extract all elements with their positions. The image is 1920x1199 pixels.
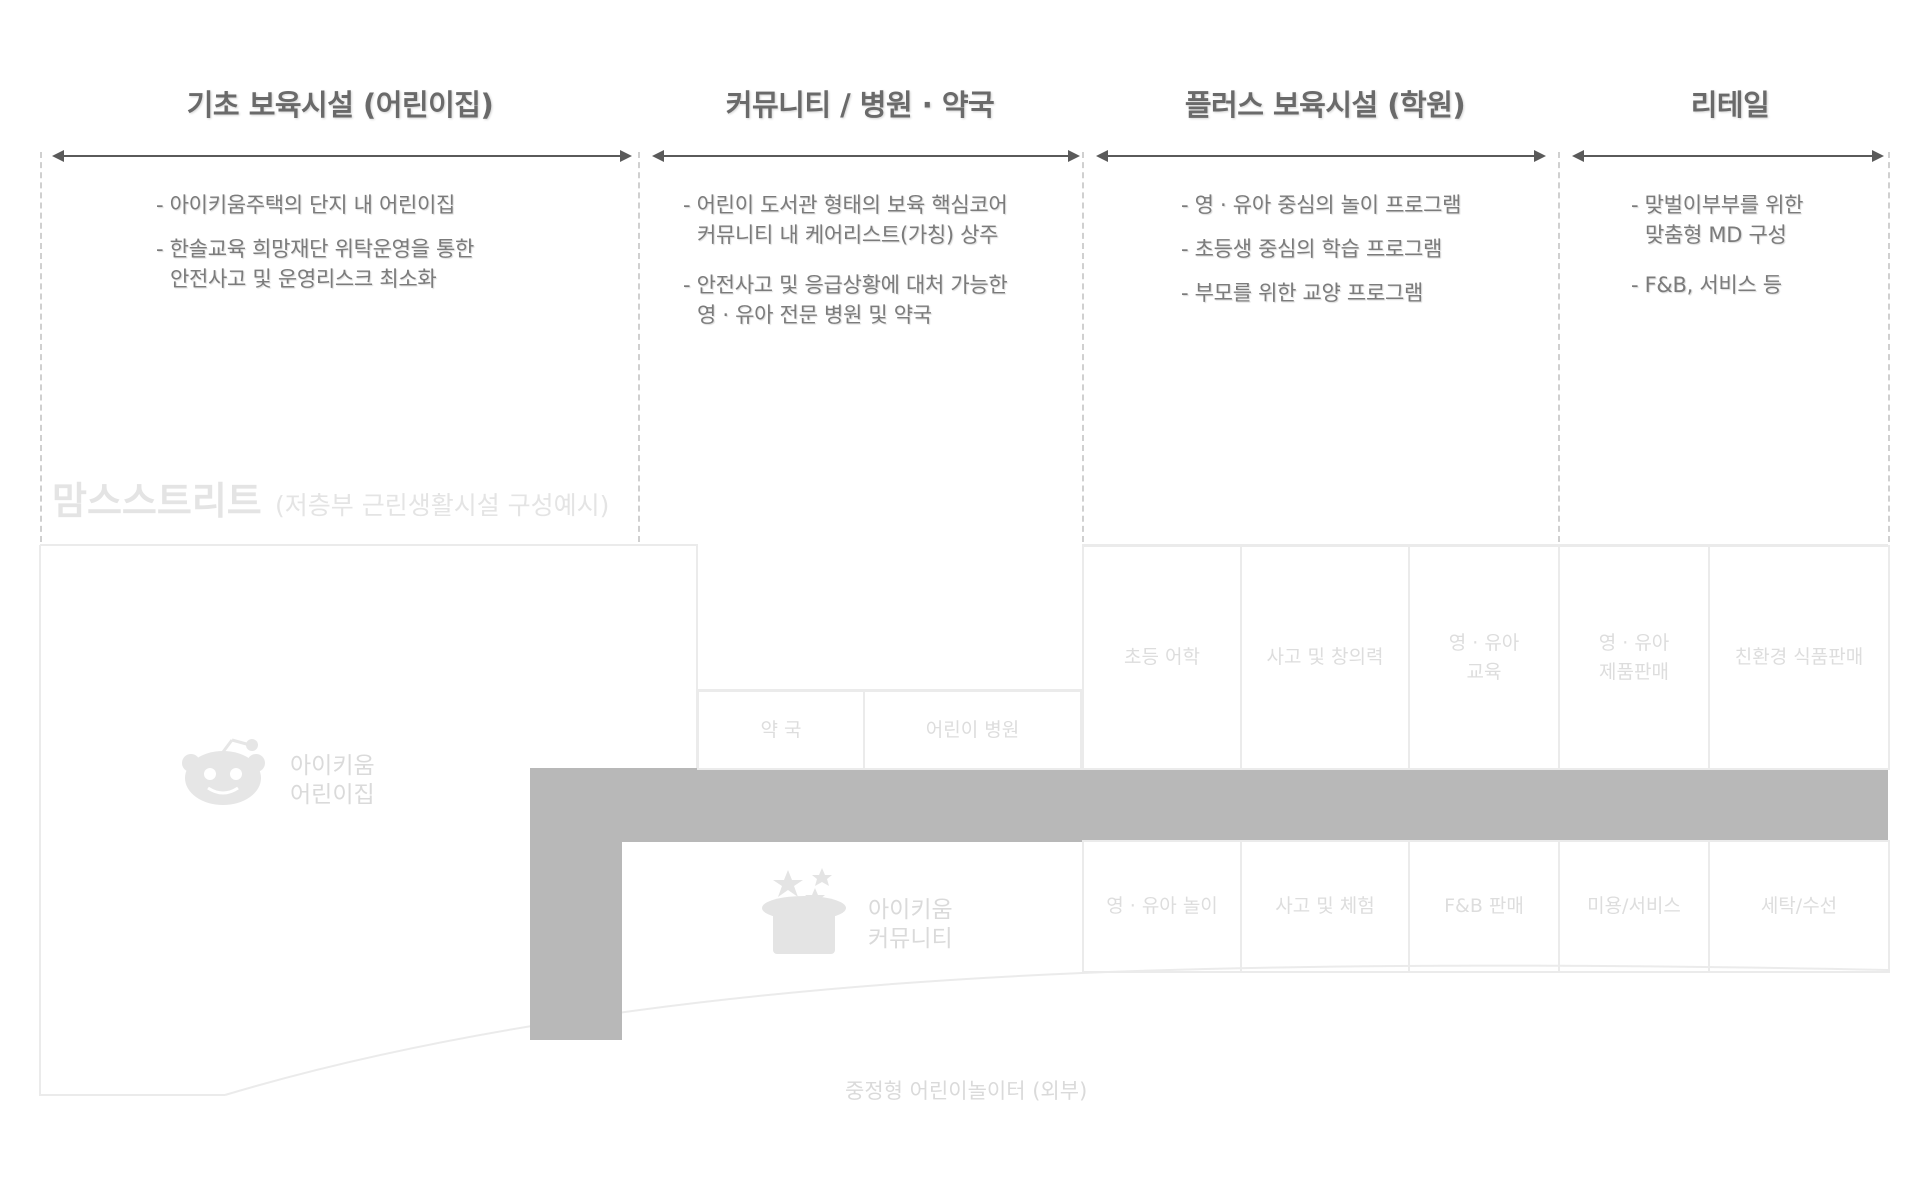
upper-cell: 친환경 식품판매 (1708, 545, 1890, 770)
column-divider (1558, 152, 1560, 542)
bullet-academy-1: - 영 · 유아 중심의 놀이 프로그램 (1181, 193, 1462, 217)
bullet-academy-3: - 부모를 위한 교양 프로그램 (1181, 281, 1423, 305)
column-divider (1082, 152, 1084, 542)
upper-cell: 사고 및 창의력 (1240, 545, 1410, 770)
hospital-cell: 어린이 병원 (863, 690, 1082, 770)
corridor-band (530, 768, 1888, 842)
upper-cell: 영 · 유아 교육 (1408, 545, 1560, 770)
column-divider (1888, 152, 1890, 542)
span-arrow-retail (1572, 150, 1884, 162)
column-divider (40, 152, 42, 542)
lower-cell: F&B 판매 (1408, 840, 1560, 973)
bullet-community-2: - 안전사고 및 응급상황에 대처 가능한 영 · 유아 전문 병원 및 약국 (683, 273, 1008, 327)
span-arrow-community (652, 150, 1080, 162)
bullet-daycare-1: - 아이키움주택의 단지 내 어린이집 (156, 193, 456, 217)
span-arrow-academy (1096, 150, 1546, 162)
bullet-daycare-2: - 한솔교육 희망재단 위탁운영을 통한 안전사고 및 운영리스크 최소화 (156, 237, 475, 291)
section-subtitle: (저층부 근린생활시설 구성예시) (275, 491, 610, 520)
lower-cell: 사고 및 체험 (1240, 840, 1410, 973)
daycare-label: 아이키움 어린이집 (290, 753, 375, 808)
upper-cell: 영 · 유아 제품판매 (1558, 545, 1710, 770)
community-label: 아이키움 커뮤니티 (868, 897, 953, 952)
column-title-academy: 플러스 보육시설 (학원) (1184, 88, 1466, 122)
column-title-community: 커뮤니티 / 병원 · 약국 (725, 88, 995, 122)
pharmacy-cell: 약 국 (697, 690, 865, 770)
section-title-main: 맘스스트리트 (52, 479, 262, 523)
column-divider (638, 152, 640, 542)
lower-cell: 미용/서비스 (1558, 840, 1710, 973)
playground-label: 중정형 어린이놀이터 (외부) (845, 1079, 1088, 1103)
corridor-band-vertical (530, 842, 622, 1040)
column-title-retail: 리테일 (1690, 88, 1770, 122)
section-title: 맘스스트리트 (저층부 근린생활시설 구성예시) (52, 470, 609, 525)
column-title-daycare: 기초 보육시설 (어린이집) (186, 88, 494, 122)
bullet-community-1: - 어린이 도서관 형태의 보육 핵심코어 커뮤니티 내 케어리스트(가칭) 상… (683, 193, 1008, 247)
bullet-retail-1: - 맞벌이부부를 위한 맞춤형 MD 구성 (1631, 193, 1804, 247)
bullet-academy-2: - 초등생 중심의 학습 프로그램 (1181, 237, 1443, 261)
bullet-retail-2: - F&B, 서비스 등 (1631, 273, 1782, 297)
lower-cell: 세탁/수선 (1708, 840, 1890, 973)
upper-cell: 초등 어학 (1082, 545, 1242, 770)
span-arrow-daycare (52, 150, 632, 162)
lower-cell: 영 · 유아 놀이 (1082, 840, 1242, 973)
